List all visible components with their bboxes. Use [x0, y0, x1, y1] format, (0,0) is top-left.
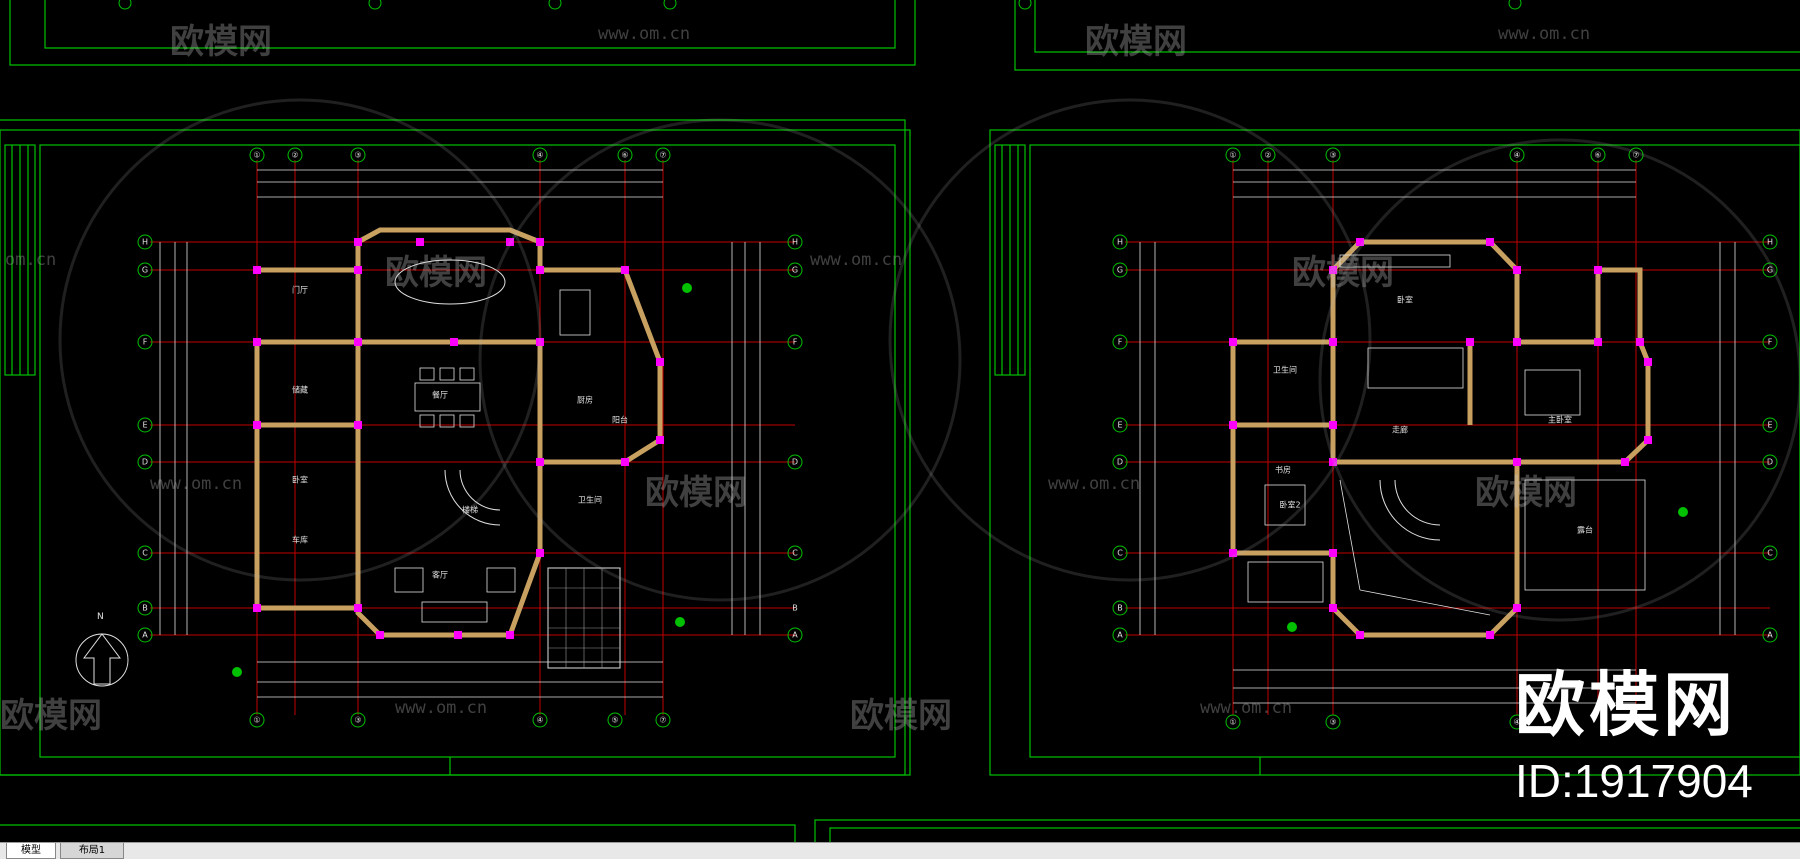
axis-row-label: B [1117, 604, 1123, 613]
watermark-url-6: www.om.cn [1048, 474, 1141, 494]
axis-row-label: F [143, 338, 148, 347]
axis-column-label: ② [291, 151, 298, 160]
watermark-brand-1: 欧模网 [170, 22, 272, 62]
watermark-brand-4: 欧模网 [1292, 253, 1394, 293]
brand-logo-text: 欧模网 [1515, 664, 1737, 746]
watermark-brand-6: 欧模网 [1475, 473, 1577, 513]
watermark-brand-2: 欧模网 [1085, 22, 1187, 62]
room-label: 门厅 [292, 285, 308, 295]
axis-row-label: E [1767, 421, 1772, 430]
top-axis-bubbles [118, 0, 1522, 10]
left-sheet-frame [0, 129, 911, 776]
room-label: 露台 [1577, 525, 1593, 535]
axis-column-label: ① [1229, 151, 1236, 160]
watermark-url-3: om.cn [5, 250, 57, 270]
compass-north-label: N [97, 612, 104, 622]
axis-column-label: ① [253, 151, 260, 160]
axis-row-label: H [1117, 238, 1123, 247]
axis-column-label: ① [1229, 718, 1236, 727]
axis-column-label: ⑦ [659, 716, 666, 725]
axis-row-label: D [1117, 458, 1123, 467]
axis-row-label: F [793, 338, 798, 347]
axis-column-label: ④ [536, 151, 543, 160]
axis-column-label: ④ [1513, 151, 1520, 160]
room-label: 卫生间 [578, 495, 602, 505]
room-label: 卫生间 [1273, 365, 1297, 375]
room-label: 书房 [1275, 465, 1291, 475]
axis-row-label: E [1117, 421, 1122, 430]
axis-row-label: A [1117, 631, 1123, 640]
axis-column-label: ④ [536, 716, 543, 725]
axis-row-label: D [792, 458, 798, 467]
axis-row-label: C [1767, 549, 1773, 558]
axis-row-label: A [1767, 631, 1773, 640]
watermark-url-5: www.om.cn [150, 474, 243, 494]
axis-row-label: G [1767, 266, 1773, 275]
room-label: 卧室 [292, 475, 308, 485]
axis-row-label: F [1118, 338, 1123, 347]
watermark-url-4: www.om.cn [810, 250, 903, 270]
watermark-url-1: www.om.cn [598, 24, 691, 44]
axis-column-label: ③ [1329, 718, 1336, 727]
axis-column-label: ⑦ [659, 151, 666, 160]
axis-row-label: C [792, 549, 798, 558]
axis-row-label: H [792, 238, 798, 247]
tab-model[interactable]: 模型 [6, 843, 56, 859]
room-label: 走廊 [1392, 425, 1408, 435]
watermark-url-8: www.om.cn [1200, 698, 1293, 718]
axis-column-label: ③ [1329, 151, 1336, 160]
room-label: 主卧室 [1548, 415, 1572, 425]
tab-layout1[interactable]: 布局1 [60, 843, 124, 859]
axis-row-label: G [142, 266, 148, 275]
watermark-brand-3: 欧模网 [385, 253, 487, 293]
axis-row-label: C [142, 549, 148, 558]
axis-row-label: D [1767, 458, 1773, 467]
room-label: 餐厅 [432, 391, 448, 400]
room-label: 卧室 [1397, 295, 1413, 305]
room-label: 厨房 [577, 395, 593, 405]
room-label: 储藏 [292, 385, 308, 395]
axis-column-label: ⑥ [621, 151, 628, 160]
axis-column-label: ⑥ [1594, 151, 1601, 160]
axis-column-label: ④ [1513, 718, 1520, 727]
watermark-url-7: www.om.cn [395, 698, 488, 718]
axis-row-label: G [1117, 266, 1123, 275]
axis-row-label: F [1768, 338, 1773, 347]
axis-row-label: D [142, 458, 148, 467]
layout-tab-bar: 模型 布局1 [0, 842, 1800, 859]
room-label: 楼梯 [462, 505, 478, 515]
axis-row-label: E [142, 421, 147, 430]
axis-row-label: B [142, 604, 148, 613]
axis-column-label: ① [253, 716, 260, 725]
watermark-brand-7: 欧模网 [0, 696, 102, 736]
axis-row-label: B [792, 604, 798, 613]
top-frames [0, 0, 1800, 776]
axis-row-label: H [142, 238, 148, 247]
axis-row-label: A [142, 631, 148, 640]
axis-row-label: H [1767, 238, 1773, 247]
axis-column-label: ③ [354, 716, 361, 725]
right-sheet-frame [989, 129, 1800, 776]
axis-column-label: ③ [354, 151, 361, 160]
bottom-frames [0, 819, 1800, 842]
axis-column-label: ⑦ [1632, 151, 1639, 160]
model-id-label: ID:1917904 [1515, 755, 1753, 807]
watermark-url-2: www.om.cn [1498, 24, 1591, 44]
watermark-circles [58, 98, 1800, 622]
room-label: 客厅 [432, 570, 448, 580]
watermark-brand-8: 欧模网 [850, 696, 952, 736]
room-label: 卧室2 [1279, 500, 1300, 510]
watermark-brand-5: 欧模网 [645, 473, 747, 513]
room-label: 阳台 [612, 415, 628, 425]
axis-row-label: A [792, 631, 798, 640]
axis-column-label: ⑤ [611, 716, 618, 725]
axis-column-label: ② [1264, 151, 1271, 160]
room-label: 车库 [292, 535, 308, 545]
axis-row-label: G [792, 266, 798, 275]
axis-row-label: C [1117, 549, 1123, 558]
